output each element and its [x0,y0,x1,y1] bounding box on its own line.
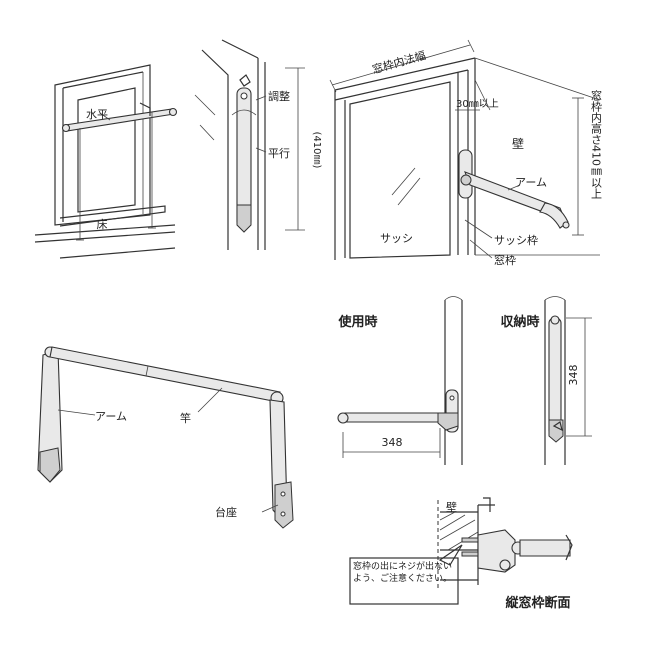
fig5-dim-label: 348 [382,436,403,449]
fig2-adjust-view [194,39,305,250]
fig4-pole-label: 竿 [180,411,191,425]
fig1-level-label: 水平 [86,108,108,121]
fig4-base-label: 台座 [215,505,237,519]
fig3-arm-label: アーム [515,176,547,189]
fig6-dim-label: 348 [567,365,580,386]
fig7-wall-label: 壁 [446,500,457,514]
fig1-floor-label: 床 [97,217,108,231]
fig7-note-text: 窓枠の出にネジが出ないよう、ご注意ください。 [353,562,453,584]
fig5-in-use-title: 使用時 [337,314,377,330]
fig3-wall-label: 壁 [512,136,524,151]
fig3-frame-height-label: 窓枠内高さ410㎜以上 [590,89,603,199]
fig3-offset-label: 30㎜以上 [456,98,499,110]
fig3-window-frame-view [329,39,601,260]
fig6-stored-title: 収納時 [500,314,539,330]
fig7-note-box: 窓枠の出にネジが出ないよう、ご注意ください。 [353,562,453,584]
fig2-height-label: (410㎜) [311,132,322,169]
fig3-sash-label: サッシ [380,232,413,245]
fig7-cross-section [349,497,573,605]
fig4-product-view [37,346,294,529]
fig2-adjust-label: 調整 [268,89,290,103]
fig7-caption: 縦窓枠断面 [505,595,570,611]
fig3-window-frame-label: 窓枠 [494,253,516,267]
fig5-in-use-view [337,296,463,465]
fig4-arm-label: アーム [95,410,127,423]
fig3-sash-frame-label: サッシ枠 [494,233,538,247]
fig1-window-overview [34,64,178,259]
fig3-frame-width-label: 窓枠内法幅 [371,48,428,77]
fig6-stored-view [544,296,592,465]
fig2-parallel-label: 平行 [268,147,290,160]
